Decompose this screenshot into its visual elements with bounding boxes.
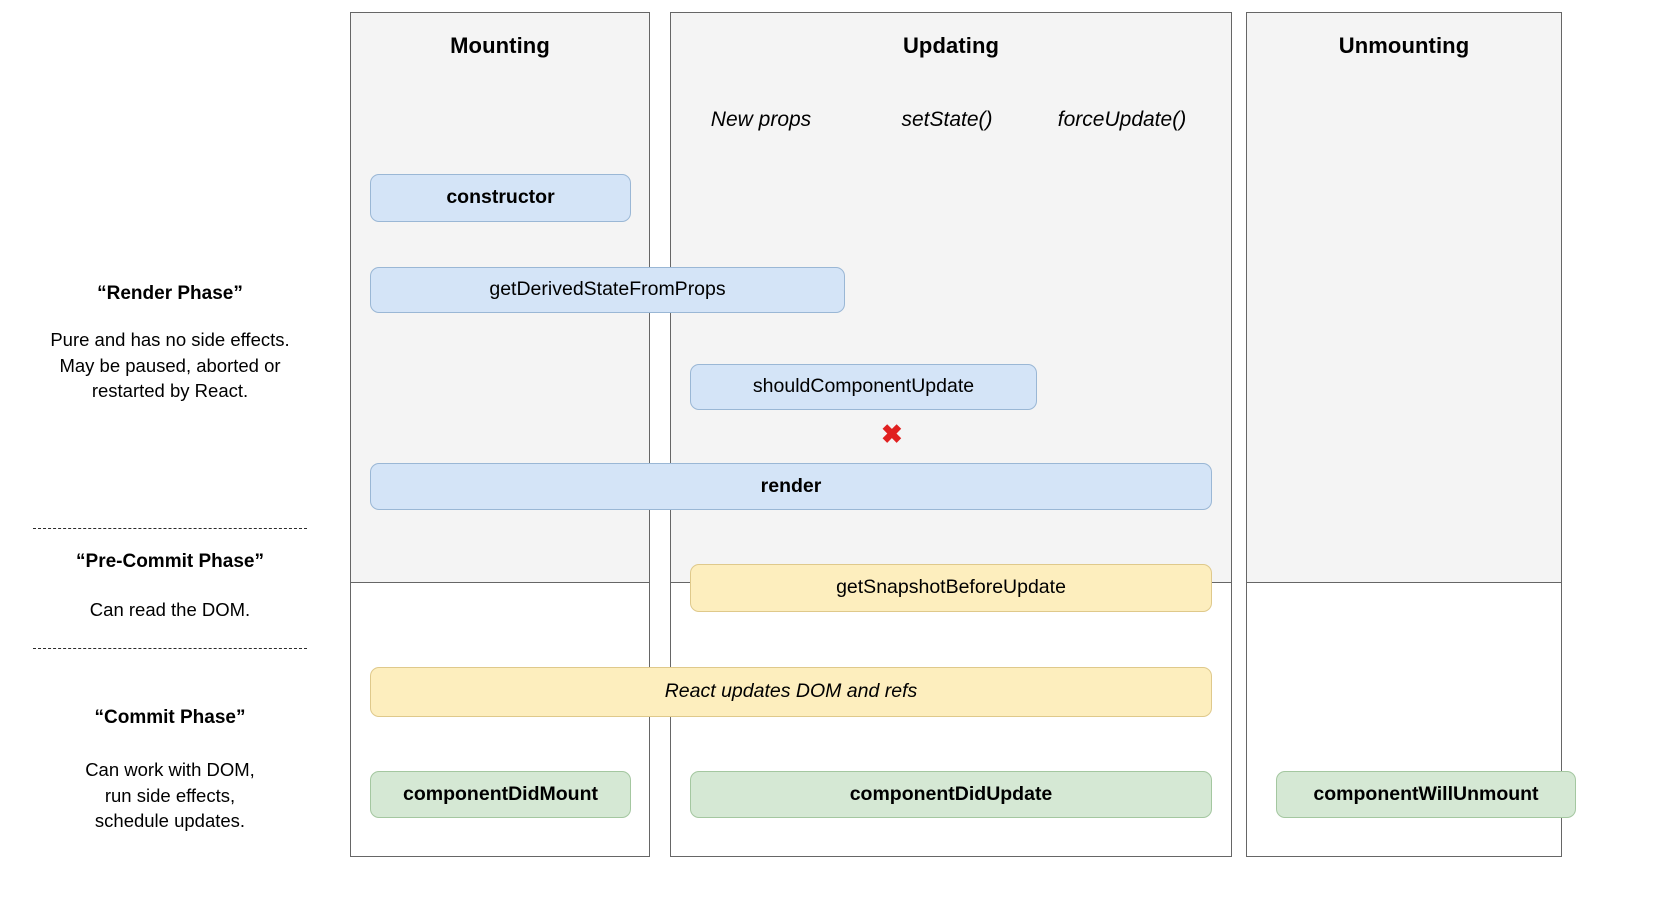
lifecycle-box-get-snapshot-before-update[interactable]: getSnapshotBeforeUpdate xyxy=(690,564,1212,612)
lifecycle-box-constructor[interactable]: constructor xyxy=(370,174,631,222)
lifecycle-box-should-component-update[interactable]: shouldComponentUpdate xyxy=(690,364,1037,410)
lifecycle-box-react-updates-dom-and-refs[interactable]: React updates DOM and refs xyxy=(370,667,1212,717)
legend-divider-top xyxy=(33,528,307,529)
lifecycle-box-component-did-update[interactable]: componentDidUpdate xyxy=(690,771,1212,818)
skip-render-x-icon: ✖ xyxy=(881,419,903,449)
lifecycle-box-component-did-mount[interactable]: componentDidMount xyxy=(370,771,631,818)
legend-commit-phase-body: Can work with DOM, run side effects, sch… xyxy=(85,759,255,832)
column-title-updating: Updating xyxy=(902,33,1000,58)
legend-render-phase-body: Pure and has no side effects. May be pau… xyxy=(50,329,290,402)
lifecycle-box-render[interactable]: render xyxy=(370,463,1212,510)
legend-render-phase-title: “Render Phase” xyxy=(97,283,243,304)
trigger-label-force-update: forceUpdate() xyxy=(1057,108,1187,132)
lifecycle-box-component-will-unmount[interactable]: componentWillUnmount xyxy=(1276,771,1576,818)
trigger-label-new-props: New props xyxy=(710,108,812,132)
legend-divider-bottom xyxy=(33,648,307,649)
column-title-mounting: Mounting xyxy=(450,33,550,58)
lifecycle-box-get-derived-state-from-props[interactable]: getDerivedStateFromProps xyxy=(370,267,845,313)
legend-pre-commit-phase-title: “Pre-Commit Phase” xyxy=(76,551,264,572)
column-render-phase-fill-unmounting xyxy=(1247,13,1561,583)
legend-pre-commit-phase-body: Can read the DOM. xyxy=(89,599,251,620)
legend-commit-phase-title: “Commit Phase” xyxy=(94,707,246,728)
column-title-unmounting: Unmounting xyxy=(1338,33,1470,58)
trigger-label-set-state: setState() xyxy=(901,108,993,132)
